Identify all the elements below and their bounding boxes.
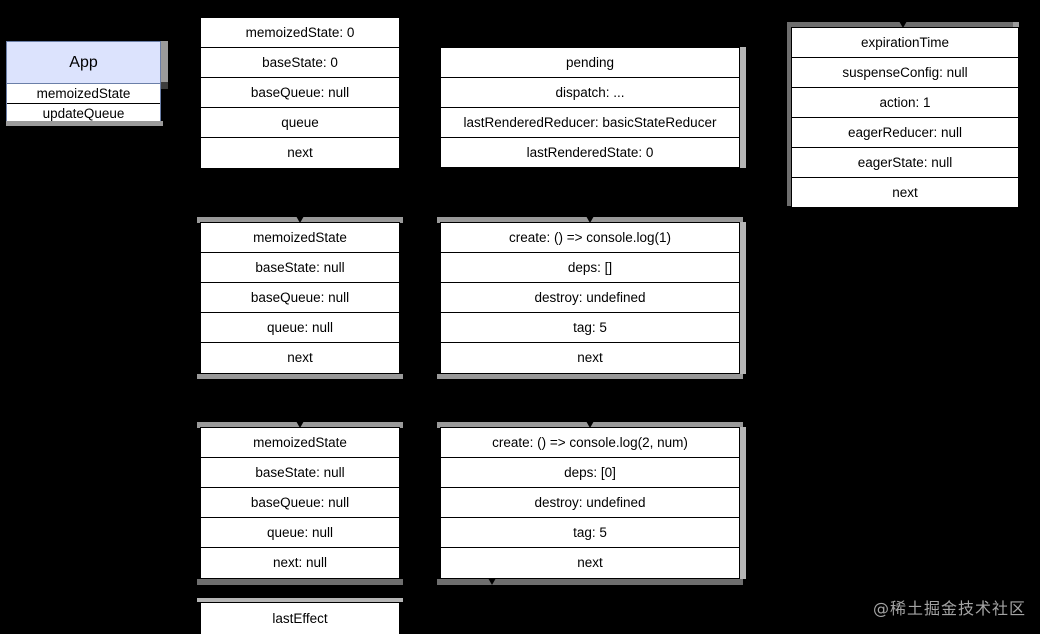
node-hook-2[interactable]: memoizedState baseState: null baseQueue:… <box>200 222 400 374</box>
node-hook-2-row-1[interactable]: baseState: null <box>201 253 399 283</box>
hook-2-top-bar[interactable] <box>197 216 403 223</box>
effect-1-right-handle[interactable] <box>740 222 746 374</box>
update-1-left-handle[interactable] <box>787 22 793 206</box>
node-effect-2-row-1[interactable]: deps: [0] <box>441 458 739 488</box>
node-hook-1-row-1[interactable]: baseState: 0 <box>201 48 399 78</box>
node-app-title: App <box>7 42 160 84</box>
node-hook-3-row-3[interactable]: queue: null <box>201 518 399 548</box>
node-update-1-row-0[interactable]: expirationTime <box>792 28 1018 58</box>
node-hook-1-row-0[interactable]: memoizedState: 0 <box>201 18 399 48</box>
arrowhead-icon <box>296 421 304 428</box>
node-update-1-row-2[interactable]: action: 1 <box>792 88 1018 118</box>
node-hook-3-row-2[interactable]: baseQueue: null <box>201 488 399 518</box>
hook-3-top-bar[interactable] <box>197 421 403 428</box>
node-effect-1-row-4[interactable]: next <box>441 343 739 373</box>
arrowhead-icon <box>488 578 497 585</box>
node-hook-1[interactable]: memoizedState: 0 baseState: 0 baseQueue:… <box>200 17 400 169</box>
node-app-row-memoizedstate[interactable]: memoizedState <box>7 84 160 104</box>
node-effect-1-row-1[interactable]: deps: [] <box>441 253 739 283</box>
hook-2-bottom-bar[interactable] <box>197 374 403 379</box>
hook-3-bottom-bar[interactable] <box>197 579 403 585</box>
node-effect-2-row-2[interactable]: destroy: undefined <box>441 488 739 518</box>
node-effect-1-row-2[interactable]: destroy: undefined <box>441 283 739 313</box>
node-update-1-row-4[interactable]: eagerState: null <box>792 148 1018 178</box>
arrowhead-icon <box>296 216 304 223</box>
effect-1-top-bar[interactable] <box>437 216 743 223</box>
node-effect-2-row-3[interactable]: tag: 5 <box>441 518 739 548</box>
update-1-top-bar[interactable] <box>787 21 1019 28</box>
node-effect-1-row-3[interactable]: tag: 5 <box>441 313 739 343</box>
node-update-1[interactable]: expirationTime suspenseConfig: null acti… <box>791 27 1019 208</box>
node-queue-1-row-2[interactable]: lastRenderedReducer: basicStateReducer <box>441 108 739 138</box>
arrowhead-icon <box>899 21 907 28</box>
node-hook-3[interactable]: memoizedState baseState: null baseQueue:… <box>200 427 400 579</box>
node-effect-1[interactable]: create: () => console.log(1) deps: [] de… <box>440 222 740 374</box>
queue-1-scroll-handle[interactable] <box>740 47 746 168</box>
node-hook-3-row-4[interactable]: next: null <box>201 548 399 578</box>
last-effect-top-bar[interactable] <box>197 598 403 602</box>
app-resize-handle-corner[interactable] <box>161 82 168 89</box>
node-hook-2-row-2[interactable]: baseQueue: null <box>201 283 399 313</box>
node-hook-3-row-1[interactable]: baseState: null <box>201 458 399 488</box>
node-last-effect[interactable]: lastEffect <box>200 602 400 634</box>
app-resize-handle-bottom[interactable] <box>6 121 163 126</box>
watermark: @稀土掘金技术社区 <box>872 599 1026 618</box>
node-update-1-row-5[interactable]: next <box>792 178 1018 207</box>
node-hook-2-row-0[interactable]: memoizedState <box>201 223 399 253</box>
node-effect-2[interactable]: create: () => console.log(2, num) deps: … <box>440 427 740 579</box>
effect-2-top-bar[interactable] <box>437 421 743 428</box>
node-app-row-updatequeue[interactable]: updateQueue <box>7 104 160 124</box>
node-last-effect-row-0[interactable]: lastEffect <box>201 603 399 634</box>
node-app[interactable]: App memoizedState updateQueue <box>6 41 161 124</box>
node-queue-1-row-1[interactable]: dispatch: ... <box>441 78 739 108</box>
node-hook-3-row-0[interactable]: memoizedState <box>201 428 399 458</box>
node-effect-2-row-0[interactable]: create: () => console.log(2, num) <box>441 428 739 458</box>
arrowhead-icon <box>586 216 594 223</box>
node-queue-1-row-3[interactable]: lastRenderedState: 0 <box>441 138 739 167</box>
node-effect-1-row-0[interactable]: create: () => console.log(1) <box>441 223 739 253</box>
node-update-1-row-1[interactable]: suspenseConfig: null <box>792 58 1018 88</box>
effect-2-right-handle[interactable] <box>740 427 746 579</box>
node-effect-2-row-4[interactable]: next <box>441 548 739 578</box>
node-update-1-row-3[interactable]: eagerReducer: null <box>792 118 1018 148</box>
effect-2-bottom-bar[interactable] <box>437 578 743 585</box>
node-hook-2-row-4[interactable]: next <box>201 343 399 373</box>
node-queue-1-row-0[interactable]: pending <box>441 48 739 78</box>
node-hook-1-row-3[interactable]: queue <box>201 108 399 138</box>
node-hook-1-row-4[interactable]: next <box>201 138 399 168</box>
effect-1-bottom-bar[interactable] <box>437 374 743 379</box>
app-resize-handle-right[interactable] <box>161 41 168 82</box>
arrowhead-icon <box>586 421 594 428</box>
node-hook-1-row-2[interactable]: baseQueue: null <box>201 78 399 108</box>
node-queue-1[interactable]: pending dispatch: ... lastRenderedReduce… <box>440 47 740 168</box>
node-hook-2-row-3[interactable]: queue: null <box>201 313 399 343</box>
